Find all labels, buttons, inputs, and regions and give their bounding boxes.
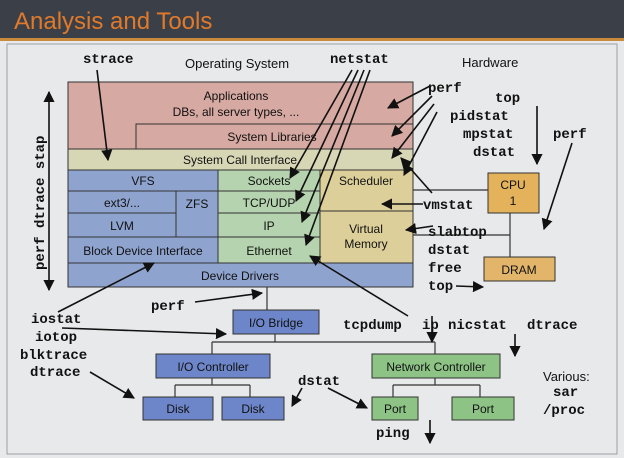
tool-nicstat: nicstat (448, 318, 507, 334)
virtual-memory-label-1: Virtual (349, 222, 383, 236)
tool-dstat-top: dstat (473, 145, 515, 161)
tool-ip: ip (422, 318, 439, 334)
network-controller-label: Network Controller (386, 360, 485, 374)
port-box-2 (451, 396, 515, 421)
page-title: Analysis and Tools (14, 8, 212, 35)
cpu-count-label: 1 (510, 194, 517, 208)
ext3-label: ext3/... (104, 196, 140, 210)
tool-iostat: iostat (31, 312, 81, 328)
tool-ping: ping (376, 426, 410, 442)
scheduler-box (319, 169, 414, 212)
virtual-memory-label-2: Memory (344, 237, 387, 251)
tool-dtrace-left: dtrace (30, 365, 80, 381)
tool-side-stack: perf dtrace stap (33, 136, 49, 270)
tool-tcpdump: tcpdump (343, 318, 402, 334)
ethernet-label: Ethernet (246, 244, 292, 258)
tool-perf-hw: perf (553, 127, 587, 143)
disk-label-2: Disk (241, 402, 265, 416)
port-label-1: Port (384, 402, 407, 416)
port-label-2: Port (472, 402, 495, 416)
lvm-box (67, 212, 177, 238)
sockets-label: Sockets (248, 174, 291, 188)
io-controller-box (155, 353, 271, 379)
disk-label-1: Disk (166, 402, 190, 416)
tool-sar: sar (553, 385, 578, 401)
tool-strace: strace (83, 52, 133, 68)
disk-box-2 (221, 396, 285, 421)
scheduler-label: Scheduler (339, 174, 393, 188)
disk-box-1 (142, 396, 214, 421)
tool-iotop: iotop (35, 330, 77, 346)
system-libraries-label: System Libraries (227, 130, 316, 144)
applications-label: Applications (204, 89, 269, 103)
network-controller-box (371, 353, 501, 379)
tool-vmstat: vmstat (423, 198, 473, 214)
operating-system-label: Operating System (185, 56, 289, 71)
io-bridge-box (232, 309, 320, 335)
tool-arrows (57, 69, 573, 445)
block-device-interface-label: Block Device Interface (83, 244, 203, 258)
device-drivers-label: Device Drivers (201, 269, 279, 283)
zfs-label: ZFS (186, 197, 209, 211)
tool-perf-top: perf (428, 81, 462, 97)
io-bridge-label: I/O Bridge (249, 316, 303, 330)
dram-label: DRAM (501, 263, 536, 277)
vfs-label: VFS (131, 174, 154, 188)
dram-box (483, 256, 556, 282)
cpu-box (487, 172, 540, 214)
tool-free: free (428, 261, 462, 277)
lvm-label: LVM (110, 219, 134, 233)
tool-slabtop: slabtop (428, 225, 487, 241)
tool-blktrace: blktrace (20, 348, 87, 364)
various-label: Various: (543, 369, 590, 384)
io-controller-label: I/O Controller (177, 360, 248, 374)
ip-label: IP (263, 219, 274, 233)
tool-dtrace-right: dtrace (527, 318, 577, 334)
virtual-memory-box (319, 210, 414, 264)
tool-top-mem: top (428, 279, 453, 295)
tool-top: top (495, 91, 520, 107)
cpu-label: CPU (500, 178, 525, 192)
system-call-interface-label: System Call Interface (183, 153, 297, 167)
hardware-label: Hardware (462, 55, 518, 70)
tool-dstat-mid: dstat (428, 243, 470, 259)
tool-perf-bridge: perf (151, 299, 185, 315)
title-accent-line (0, 38, 624, 41)
applications-sublabel: DBs, all server types, ... (173, 105, 300, 119)
port-box-1 (371, 396, 419, 421)
system-libraries-box (135, 123, 414, 150)
tool-dstat-io: dstat (298, 374, 340, 390)
tool-pidstat: pidstat (450, 109, 509, 125)
tool-mpstat: mpstat (463, 127, 513, 143)
tool-proc: /proc (543, 403, 585, 419)
tool-netstat: netstat (330, 52, 389, 68)
hardware-connections (174, 189, 511, 397)
tcp-udp-label: TCP/UDP (243, 196, 296, 210)
ethernet-box (217, 236, 321, 264)
title-bar (0, 0, 624, 40)
